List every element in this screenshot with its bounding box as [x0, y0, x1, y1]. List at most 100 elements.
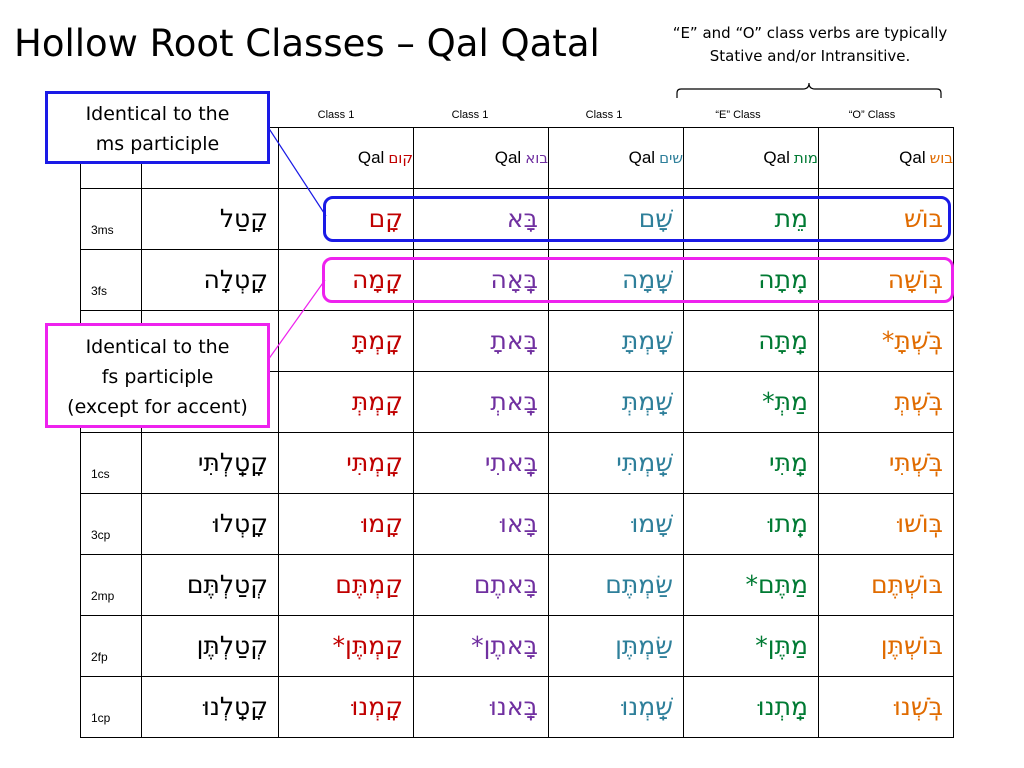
- verb-form: מֵֽתוּ: [767, 509, 808, 538]
- verb-form-cell: מַתֶּם*: [683, 554, 819, 616]
- verb-form: מַֽתָּה: [758, 326, 808, 355]
- verb-form-cell: בּֽוֹשׁוּ: [818, 493, 954, 555]
- callout-line: Identical to the: [85, 103, 230, 125]
- verb-form: בָּֽאָה: [490, 265, 539, 294]
- verb-form-cell: שַֽׁמְתְּ: [548, 371, 684, 433]
- pgn-label: 2fp: [91, 650, 108, 664]
- qal-label: Qal: [628, 148, 656, 167]
- verb-form: מַתְּ*: [762, 387, 808, 416]
- ms-participle-callout: Identical to the ms participle: [45, 91, 270, 164]
- verb-form-cell: מַתְּ*: [683, 371, 819, 433]
- callout-line: fs participle: [101, 366, 214, 388]
- verb-form: קָֽמְתָּ: [351, 326, 403, 355]
- root-cell: מותQal: [683, 127, 819, 189]
- verb-form-cell: בָּֽאתְ: [413, 371, 549, 433]
- verb-form-cell: מַֽתִּי: [683, 432, 819, 494]
- verb-form: שַֽׁמְתִּי: [616, 448, 673, 477]
- root-word: מות: [793, 149, 818, 167]
- verb-form-cell: בָּאוּ: [413, 493, 549, 555]
- callout-line: Identical to the: [85, 336, 230, 358]
- verb-form-cell: בֹּֽשְׁנוּ: [818, 676, 954, 738]
- verb-form: קָמוּ: [361, 509, 403, 538]
- verb-form-cell: בֹּֽשְׁתְּ: [818, 371, 954, 433]
- callout-line: (except for accent): [67, 396, 248, 418]
- verb-form-cell: קָֽמְתִּי: [278, 432, 414, 494]
- verb-form-cell: בָּאתֶן*: [413, 615, 549, 677]
- verb-form-cell: קָמוּ: [278, 493, 414, 555]
- qal-label: Qal: [763, 148, 790, 167]
- paradigm-form: קְטַלְתֶּם: [186, 570, 268, 599]
- verb-form: בָּאתֶן*: [471, 631, 538, 660]
- verb-form-cell: קָֽמְנוּ: [278, 676, 414, 738]
- verb-form: קַמְתֶּם: [335, 570, 403, 599]
- verb-form: בֹּֽשְׁתְּ: [894, 387, 943, 416]
- column-class-label: “E” Class: [715, 109, 761, 121]
- callout-line: ms participle: [95, 133, 220, 155]
- verb-form: בּוֹשׁ: [904, 204, 943, 233]
- column-class-label: “O” Class: [848, 109, 896, 121]
- fs-participle-highlight: [322, 257, 954, 303]
- root-word: קום: [388, 149, 413, 167]
- verb-form: בָּאוּ: [500, 509, 538, 538]
- verb-form-cell: מַֽתָּה: [683, 310, 819, 372]
- verb-form-cell: שַֽׁמְנוּ: [548, 676, 684, 738]
- verb-form: בֹּֽשְׁתִּי: [888, 448, 943, 477]
- verb-form-cell: בֹּֽשְׁתִּי: [818, 432, 954, 494]
- pgn-label: 3ms: [91, 223, 114, 237]
- verb-form: בּֽוֹשָׁה: [887, 265, 943, 294]
- pgn-cell: 2mp: [80, 554, 142, 616]
- verb-form: מַתֶּם*: [745, 570, 809, 599]
- verb-form: מַֽתְנוּ: [757, 692, 808, 721]
- verb-form: בּוֹשְׁתֶּם: [871, 570, 943, 599]
- verb-form-cell: בָּאתֶם: [413, 554, 549, 616]
- verb-form: קָם: [368, 204, 403, 233]
- fs-participle-callout: Identical to the fs participle (except f…: [45, 323, 270, 428]
- root-word: בוש: [929, 149, 953, 167]
- verb-form: בָּֽאתְ: [490, 387, 538, 416]
- verb-form: שַֽׁמְנוּ: [621, 692, 673, 721]
- verb-form: מֵֽתָה: [758, 265, 808, 294]
- paradigm-form: קְטַלְתֶּן: [196, 631, 268, 660]
- verb-form-cell: מֵֽתוּ: [683, 493, 819, 555]
- verb-form-cell: מַֽתְנוּ: [683, 676, 819, 738]
- paradigm-form: קָטַֽלְנוּ: [203, 692, 268, 721]
- verb-form-cell: קָֽמְתָּ: [278, 310, 414, 372]
- qal-label: Qal: [357, 148, 385, 167]
- verb-form: מַֽתִּי: [768, 448, 808, 477]
- class-note: “E” and “O” class verbs are typically St…: [640, 22, 980, 68]
- qal-label: Qal: [494, 148, 522, 167]
- pgn-label: 3fs: [91, 284, 108, 298]
- verb-form: בָּאתֶם: [473, 570, 538, 599]
- pgn-cell: 1cp: [80, 676, 142, 738]
- root-cell: בושQal: [818, 127, 954, 189]
- class-brace: [676, 82, 942, 98]
- class-note-line: “E” and “O” class verbs are typically: [672, 24, 948, 42]
- verb-form-cell: שָׁמוּ: [548, 493, 684, 555]
- verb-form: בּֽוֹשׁוּ: [897, 509, 943, 538]
- verb-form: קַמְתֶּן*: [332, 631, 403, 660]
- verb-form-cell: בָּֽאתִי: [413, 432, 549, 494]
- verb-form: מַתֶּן*: [755, 631, 808, 660]
- paradigm-cell: קְטַלְתֶּן: [141, 615, 279, 677]
- verb-form: שַׂמְתֶּן: [615, 631, 673, 660]
- root-word: שים: [659, 149, 683, 167]
- verb-form: בָּֽאתִי: [484, 448, 538, 477]
- verb-form: קָֽמְנוּ: [351, 692, 403, 721]
- column-class-label: Class 1: [317, 109, 355, 121]
- verb-form-cell: שַׂמְתֶּם: [548, 554, 684, 616]
- verb-form: שַֽׁמְתְּ: [621, 387, 673, 416]
- pgn-label: 1cs: [91, 467, 110, 481]
- qal-label: Qal: [899, 148, 926, 167]
- verb-form-cell: שַׂמְתֶּן: [548, 615, 684, 677]
- pgn-cell: 3ms: [80, 188, 142, 250]
- pgn-cell: 1cs: [80, 432, 142, 494]
- verb-form: שָׁמוּ: [631, 509, 673, 538]
- paradigm-form: קָטַל: [219, 204, 268, 233]
- verb-form-cell: שַֽׁמְתִּי: [548, 432, 684, 494]
- verb-form: קָֽמְתִּי: [346, 448, 403, 477]
- verb-form: שַׂמְתֶּם: [605, 570, 673, 599]
- verb-form: שָֽׁמָה: [621, 265, 673, 294]
